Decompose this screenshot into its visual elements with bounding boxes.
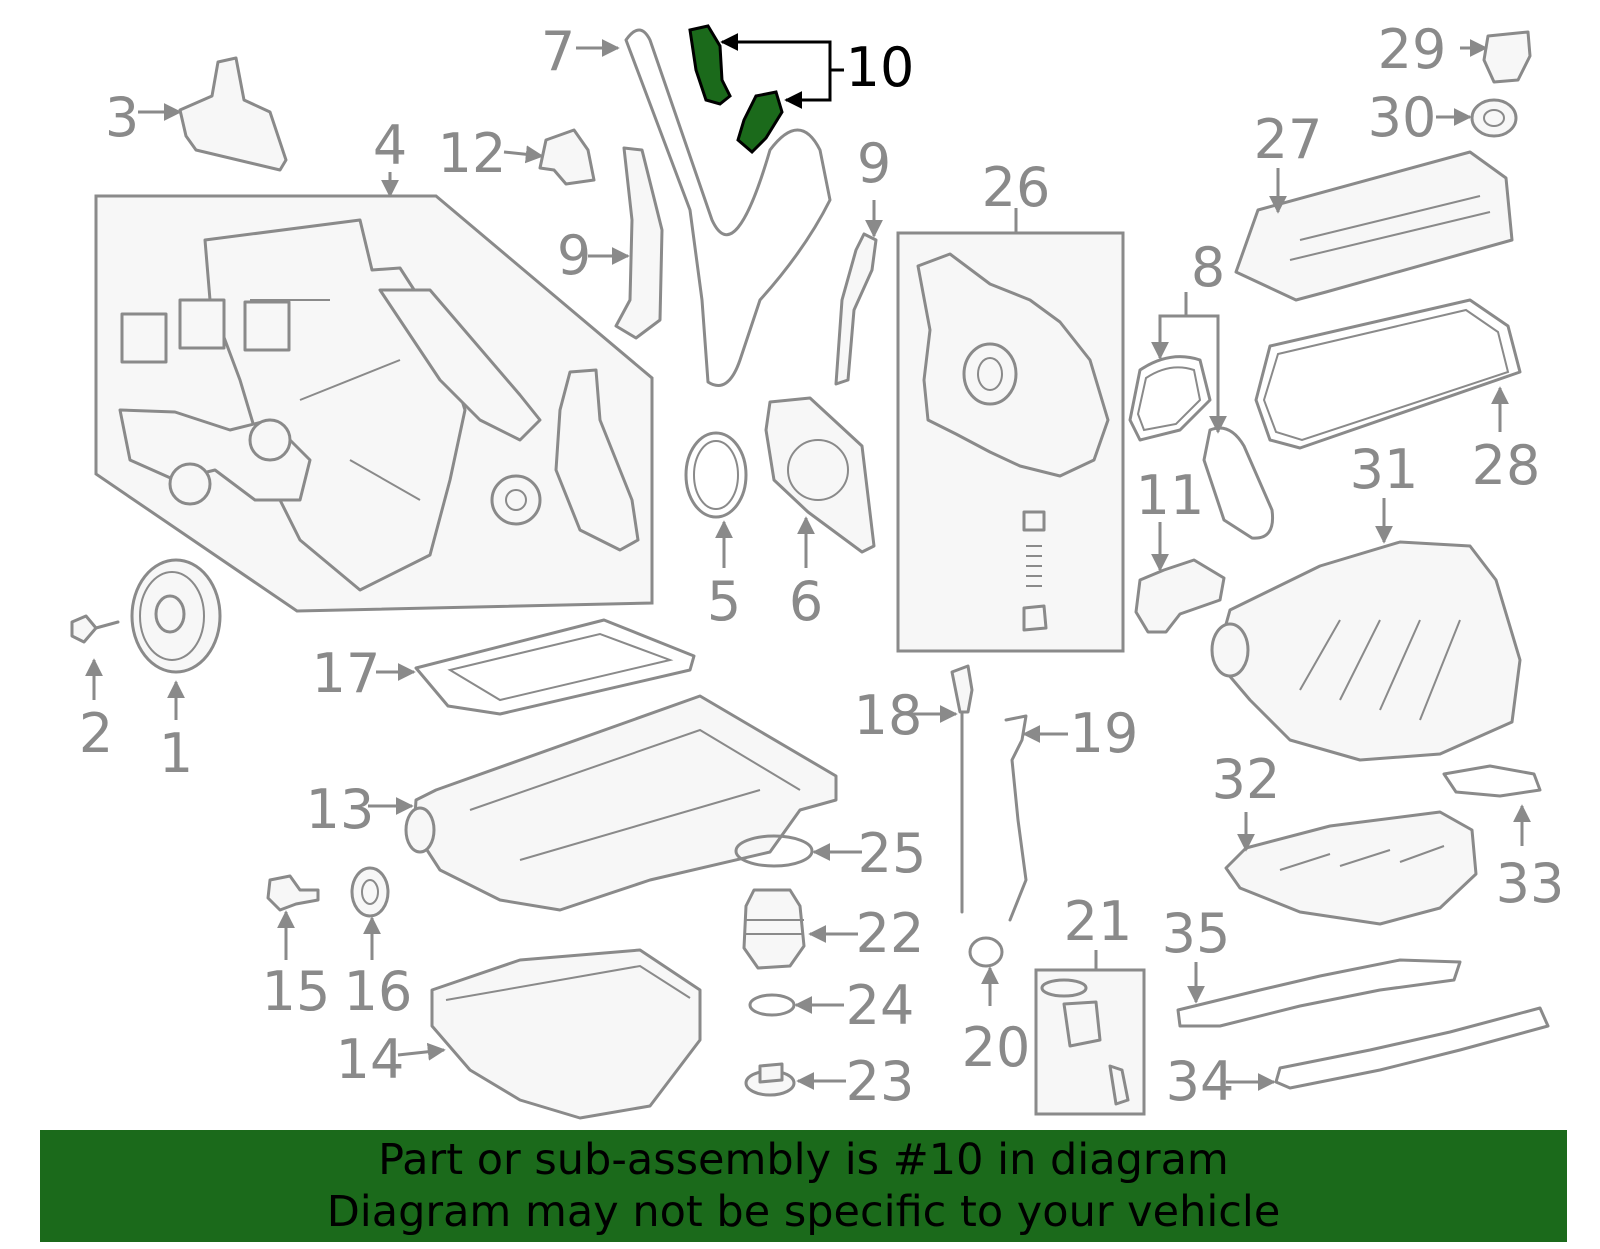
label-4: 4 [373,114,407,177]
part-17-gasket[interactable] [414,618,696,716]
info-banner: Part or sub-assembly is #10 in diagram D… [40,1130,1567,1242]
label-32: 32 [1212,748,1281,811]
part-15-drain-plug[interactable] [266,874,320,912]
label-5: 5 [707,570,741,633]
part-21-oil-filter-kit[interactable] [1034,968,1146,1116]
label-21: 21 [1064,890,1133,953]
part-12-bracket[interactable] [538,128,596,186]
label-3: 3 [105,86,139,149]
label-33: 33 [1496,852,1565,915]
part-24-o-ring[interactable] [748,993,796,1017]
banner-line-2: Diagram may not be specific to your vehi… [326,1187,1281,1237]
part-8-gasket-b[interactable] [1202,426,1275,540]
part-5-seal[interactable] [684,431,748,519]
label-22: 22 [856,902,925,965]
label-28: 28 [1472,434,1541,497]
label-17: 17 [312,642,381,705]
label-11: 11 [1136,464,1205,527]
part-26-oil-pump[interactable] [896,231,1125,653]
part-28-valve-cover-gasket[interactable] [1254,298,1522,450]
part-22-filter-housing[interactable] [742,888,806,970]
part-8-gasket-a[interactable] [1128,355,1212,442]
label-29: 29 [1378,18,1447,81]
part-10-chain-tensioner[interactable] [688,24,784,155]
part-3-bracket[interactable] [178,56,288,172]
label-1: 1 [159,722,193,785]
label-34: 34 [1166,1050,1235,1113]
leader-arrows [85,33,1531,1091]
part-13-upper-oil-pan[interactable] [404,694,838,912]
part-14-lower-oil-pan[interactable] [430,948,702,1120]
part-23-plug[interactable] [744,1062,796,1097]
part-1-crank-pulley[interactable] [130,558,222,674]
part-11-bracket[interactable] [1134,558,1226,634]
label-30: 30 [1368,86,1437,149]
part-4-timing-cover-kit[interactable] [94,194,654,613]
label-9-left: 9 [557,224,591,287]
part-20-o-ring[interactable] [968,936,1004,968]
label-19: 19 [1070,702,1139,765]
part-25-o-ring[interactable] [734,834,814,868]
label-20: 20 [962,1016,1031,1079]
part-labels: 1 2 3 4 5 6 7 8 9 9 10 11 12 13 14 15 16… [79,18,1565,1113]
label-31: 31 [1350,438,1419,501]
part-32-manifold[interactable] [1224,810,1478,926]
part-7-timing-chain[interactable] [624,28,832,387]
part-6-cover[interactable] [764,396,876,554]
label-15: 15 [262,960,331,1023]
label-27: 27 [1254,108,1323,171]
label-23: 23 [846,1050,915,1113]
label-2: 2 [79,702,113,765]
part-9-chain-guide-right[interactable] [834,232,878,386]
label-25: 25 [858,822,927,885]
label-8: 8 [1191,236,1225,299]
label-14: 14 [336,1028,405,1091]
part-34-manifold-gasket[interactable] [1274,1006,1550,1090]
label-7: 7 [541,20,575,83]
part-30-seal[interactable] [1470,98,1518,138]
label-9-right: 9 [857,132,891,195]
label-24: 24 [846,974,915,1037]
part-2-bolt[interactable] [70,614,120,644]
part-33-gasket[interactable] [1442,764,1542,798]
label-26: 26 [982,156,1051,219]
part-9-chain-guide-left[interactable] [614,146,664,340]
part-27-valve-cover[interactable] [1234,150,1514,302]
label-35: 35 [1162,902,1231,965]
label-16: 16 [344,960,413,1023]
part-18-dipstick[interactable] [950,664,974,914]
part-35-manifold-gasket[interactable] [1176,958,1462,1028]
part-29-oil-cap[interactable] [1482,30,1532,84]
label-6: 6 [789,570,823,633]
label-13: 13 [306,778,375,841]
part-31-intake-manifold[interactable] [1210,540,1522,762]
label-12: 12 [438,122,507,185]
part-16-washer[interactable] [350,866,390,918]
label-10: 10 [846,36,915,99]
label-18: 18 [854,684,923,747]
banner-line-1: Part or sub-assembly is #10 in diagram [378,1135,1229,1185]
part-19-dipstick-tube[interactable] [1004,714,1028,922]
